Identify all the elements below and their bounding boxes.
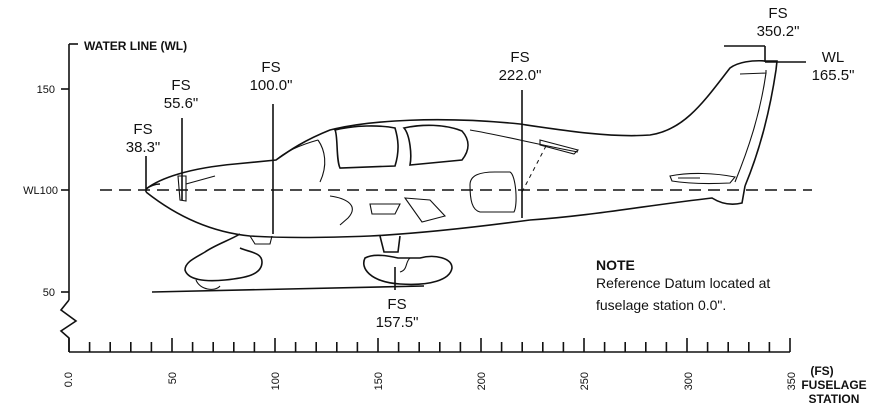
rear-window [402,124,469,166]
wl-tick-label-150: 150 [37,84,55,96]
aircraft-side-view [145,59,778,293]
flap [403,197,447,223]
fs-tick-label-0: 0.0 [63,372,75,387]
rudder-top [739,70,767,75]
wing-dashed-detail [521,145,547,193]
door-upper-edge [469,129,579,153]
wing-root-fairing [469,171,517,213]
note-line-2: fuselage station 0.0". [596,297,726,313]
wing-step [369,203,401,215]
fs-157-value: 157.5" [376,314,419,331]
fs-tick-label-100: 100 [270,372,282,390]
fs-axis-title-line2: FUSELAGE [801,378,866,392]
fs-tick-label-300: 300 [683,372,695,390]
front-window [333,125,399,169]
note-line-1: Reference Datum located at [596,275,770,291]
fuselage-lower-line [145,191,531,239]
station-markers [145,45,806,290]
horizontal-stabilizer [669,172,737,185]
fs-tick-label-350: 350 [786,372,798,390]
note-title: NOTE [596,257,635,273]
fuselage-tail-lower-line [529,185,746,221]
fs-38-name: FS [133,121,152,138]
door-front-edge [317,139,326,183]
nose-gear-strut [249,235,273,245]
fs-100-name: FS [261,59,280,76]
ground-line [151,285,425,293]
fs-axis-tick-labels: 0.0 50 100 150 200 250 300 350 [63,372,798,390]
fs-157-name: FS [387,296,406,313]
wl-tick-label-100: WL100 [23,185,58,197]
fs-axis: 0.0 50 100 150 200 250 300 350 (FS) FUSE… [63,338,867,406]
wing-leading-edge-stub [329,195,353,226]
main-wheel-detail [399,257,411,273]
fuselage-upper-line [145,59,767,190]
wl-axis: WATER LINE (WL) 150 WL100 50 [23,39,187,352]
wl-tick-label-50: 50 [43,287,55,299]
wl-axis-title: WATER LINE (WL) [84,39,187,53]
main-gear-strut [379,235,401,253]
rudder-hinge-line [734,72,767,183]
vertical-tail-trailing-edge [744,60,778,187]
wl-165-value: 165.5" [812,67,855,84]
fs-55-value: 55.6" [164,95,199,112]
fs-350-name: FS [768,5,787,22]
fs-tick-label-250: 250 [579,372,591,390]
main-wheel-fairing [363,254,453,286]
fs-100-value: 100.0" [250,77,293,94]
nose-wheel-fairing [184,233,263,282]
rear-side-window [539,139,580,155]
fs-tick-label-150: 150 [373,372,385,390]
fs-222-name: FS [510,49,529,66]
nose-wheel [195,279,221,290]
note-block: NOTE Reference Datum located at fuselage… [596,257,770,313]
windshield-base [275,139,319,161]
fs-38-value: 38.3" [126,139,161,156]
fs-axis-ticks [68,338,791,352]
fs-axis-title-line3: STATION [809,392,860,406]
fs-tick-label-50: 50 [167,372,179,384]
fs-tick-label-200: 200 [476,372,488,390]
fs-222-value: 222.0" [499,67,542,84]
fs-350-value: 350.2" [757,23,800,40]
wl-165-name: WL [822,49,845,66]
cowl-line [185,175,216,185]
fs-55-name: FS [171,77,190,94]
station-labels: FS 38.3" FS 55.6" FS 100.0" FS 222.0" FS… [126,5,855,331]
propeller-hub [177,175,187,202]
spinner [145,183,161,190]
fs-axis-title-line1: (FS) [810,364,833,378]
